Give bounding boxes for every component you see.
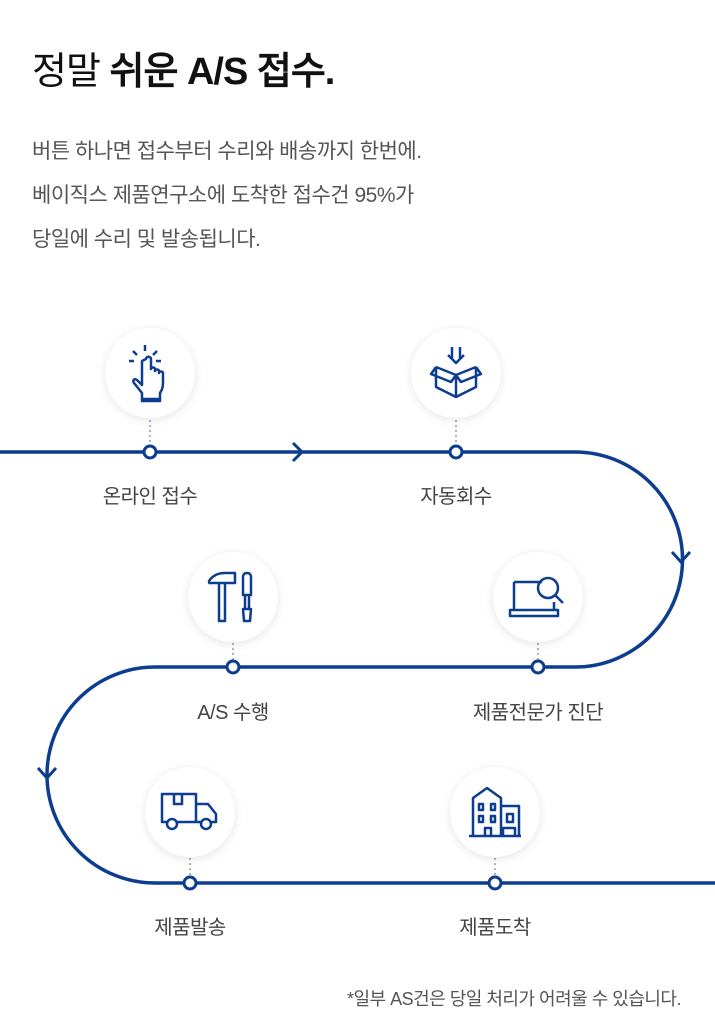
arrow-down-icon bbox=[670, 550, 692, 565]
step-label-arrival: 제품도착 bbox=[459, 917, 531, 939]
step-node bbox=[448, 444, 464, 460]
step-label-auto-pickup: 자동회수 bbox=[420, 486, 492, 508]
step-label-expert-diagnosis: 제품전문가 진단 bbox=[472, 702, 604, 724]
step-label-online-request: 온라인 접수 bbox=[102, 486, 198, 508]
description-line: 베이직스 제품연구소에 도착한 접수건 95%가 bbox=[32, 184, 414, 207]
title-light: 정말 bbox=[32, 51, 101, 93]
page-title: 정말 쉬운 A/S 접수. bbox=[32, 40, 335, 95]
truck-icon bbox=[145, 767, 235, 857]
step-node bbox=[142, 444, 158, 460]
description: 버튼 하나면 접수부터 수리와 배송까지 한번에. 베이직스 제품연구소에 도착… bbox=[32, 130, 422, 262]
arrow-right-icon bbox=[291, 441, 305, 463]
step-label-as-service: A/S 수행 bbox=[197, 702, 269, 724]
laptop-search-icon bbox=[493, 552, 583, 642]
step-node bbox=[182, 875, 198, 891]
hammer-screwdriver-icon bbox=[188, 552, 278, 642]
step-node bbox=[487, 875, 503, 891]
footnote: *일부 AS건은 당일 처리가 어려울 수 있습니다. bbox=[346, 989, 682, 1009]
box-in-icon bbox=[411, 328, 501, 418]
description-line: 버튼 하나면 접수부터 수리와 배송까지 한번에. bbox=[32, 140, 422, 163]
building-icon bbox=[450, 767, 540, 857]
title-bold: 쉬운 A/S 접수. bbox=[109, 51, 335, 93]
step-node bbox=[530, 659, 546, 675]
path-line bbox=[0, 450, 715, 885]
step-label-shipping: 제품발송 bbox=[154, 917, 226, 939]
description-line: 당일에 수리 및 발송됩니다. bbox=[32, 228, 261, 251]
arrow-down-icon bbox=[36, 766, 58, 781]
step-node bbox=[225, 659, 241, 675]
tap-hand-icon bbox=[105, 328, 195, 418]
